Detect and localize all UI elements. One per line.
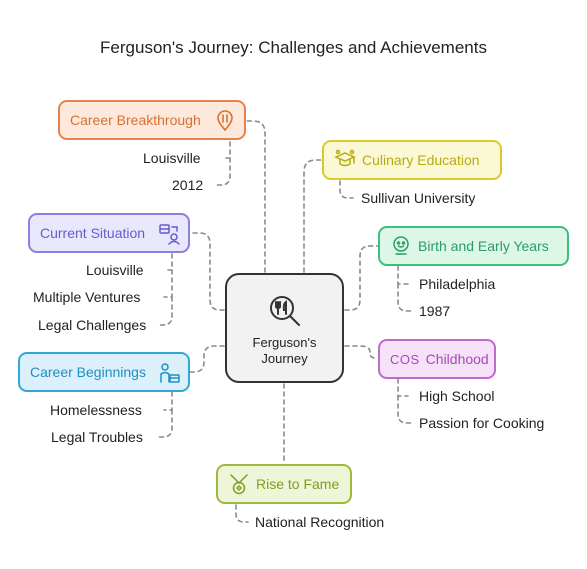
connector-birth-early-years — [344, 245, 379, 311]
connector-childhood — [344, 345, 377, 359]
connector-career-breakthrough — [245, 120, 266, 273]
node-birth-early-years-label: Birth and Early Years — [418, 238, 549, 254]
connector-current-situation — [189, 232, 225, 311]
node-current-situation-label: Current Situation — [40, 225, 146, 241]
leaf-cb-2012: 2012 — [172, 177, 204, 193]
star-medal-icon — [230, 474, 248, 495]
location-pin-icon — [217, 110, 233, 132]
leaf-line-cs-louisville — [163, 253, 173, 271]
connector-culinary-education — [303, 159, 323, 273]
leaf-line-cs-ventures — [163, 269, 173, 298]
leaf-line-cbg-homeless — [163, 391, 173, 411]
node-career-breakthrough-label: Career Breakthrough — [70, 112, 201, 128]
diagram-title: Ferguson's Journey: Challenges and Achie… — [100, 38, 487, 57]
node-childhood-label: Childhood — [425, 351, 489, 367]
leaf-line-cb-louisville — [221, 141, 231, 159]
central-node[interactable]: Ferguson's Journey — [225, 273, 344, 383]
worker-briefcase-icon — [160, 363, 180, 383]
leaf-line-ch-highschool — [397, 378, 409, 397]
baby-icon — [393, 236, 409, 255]
leaf-line-rf-national — [235, 504, 249, 523]
leaf-be-philadelphia: Philadelphia — [419, 276, 496, 292]
leaf-line-be-philadelphia — [397, 265, 409, 285]
leaf-cs-louisville: Louisville — [86, 262, 144, 278]
leaf-line-cs-legal — [157, 296, 173, 326]
leaf-line-be-1987 — [397, 283, 412, 312]
cos-icon: COS — [390, 351, 420, 367]
leaf-rf-national: National Recognition — [255, 514, 385, 530]
leaf-line-cbg-legal — [157, 409, 173, 438]
node-rise-to-fame[interactable]: Rise to Fame — [216, 464, 352, 504]
node-childhood[interactable]: COS Childhood — [378, 339, 496, 379]
status-icon — [159, 224, 180, 245]
node-career-beginnings[interactable]: Career Beginnings — [18, 352, 190, 392]
node-culinary-education-label: Culinary Education — [362, 152, 480, 168]
central-node-line2: Journey — [261, 351, 308, 366]
leaf-line-cb-2012 — [214, 157, 231, 186]
leaf-cbg-homeless: Homelessness — [50, 402, 142, 418]
node-culinary-education[interactable]: Culinary Education — [322, 140, 502, 180]
central-node-line1: Ferguson's — [252, 335, 317, 350]
leaf-be-1987: 1987 — [419, 303, 451, 319]
leaf-cs-ventures: Multiple Ventures — [33, 289, 141, 305]
node-career-beginnings-label: Career Beginnings — [30, 364, 146, 380]
connector-career-beginnings — [189, 345, 225, 373]
leaf-ce-sullivan: Sullivan University — [361, 190, 476, 206]
node-current-situation[interactable]: Current Situation — [28, 213, 190, 253]
leaf-line-ch-passion — [397, 395, 412, 424]
node-career-breakthrough[interactable]: Career Breakthrough — [58, 100, 246, 140]
leaf-ch-passion: Passion for Cooking — [419, 415, 545, 431]
fork-knife-magnifier-icon — [269, 296, 300, 326]
leaf-line-ce-sullivan — [339, 180, 354, 199]
leaf-cb-louisville: Louisville — [143, 150, 201, 166]
leaf-ch-highschool: High School — [419, 388, 495, 404]
leaf-cbg-legal: Legal Troubles — [51, 429, 143, 445]
node-birth-early-years[interactable]: Birth and Early Years — [378, 226, 569, 266]
graduation-icon — [334, 149, 356, 167]
node-rise-to-fame-label: Rise to Fame — [256, 476, 340, 492]
leaf-cs-legal: Legal Challenges — [38, 317, 147, 333]
